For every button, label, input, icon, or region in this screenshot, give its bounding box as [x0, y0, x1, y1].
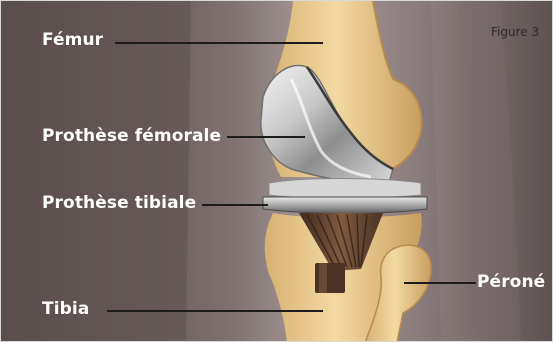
- label-tibia: Tibia: [42, 299, 89, 319]
- leader-line-femur: [115, 42, 323, 44]
- leader-line-femoral-prosthesis: [227, 136, 305, 138]
- figure-number: Figure 3: [491, 25, 539, 39]
- label-tibial-prosthesis: Prothèse tibiale: [42, 193, 196, 213]
- leader-line-tibial-prosthesis: [202, 204, 268, 206]
- label-fibula: Péroné: [477, 272, 545, 292]
- label-femoral-prosthesis: Prothèse fémorale: [42, 126, 221, 146]
- label-femur: Fémur: [42, 30, 103, 50]
- leader-line-fibula: [404, 282, 476, 284]
- leader-line-tibia: [107, 310, 323, 312]
